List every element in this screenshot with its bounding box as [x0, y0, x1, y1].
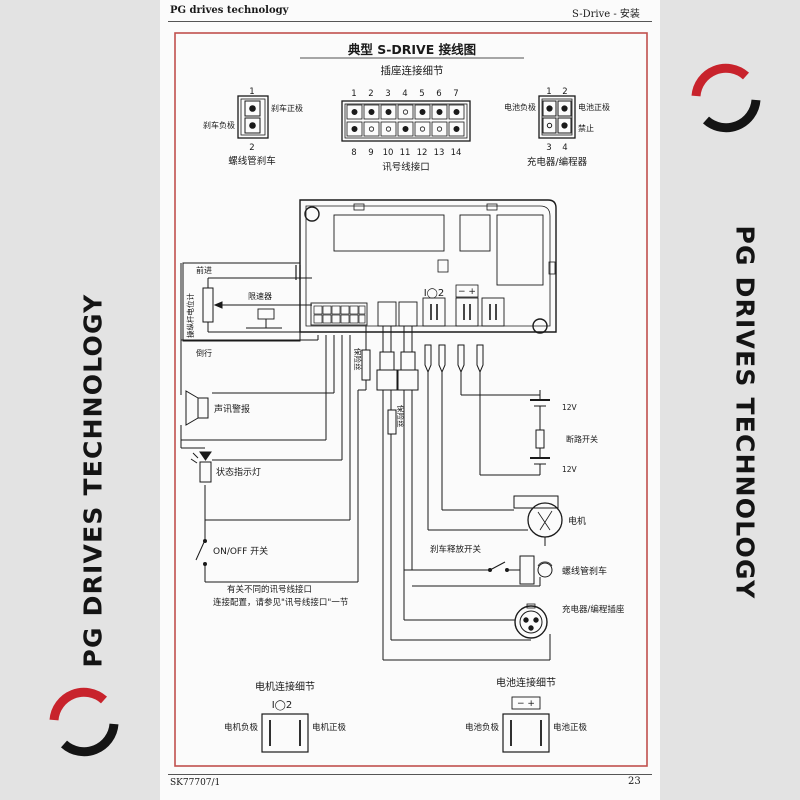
charger-connector: 1 2 3 4 电池负极 电池正极 禁止 充电器/编程器: [504, 87, 610, 168]
brake-release-label: 刹车释放开关: [430, 544, 482, 555]
page-number: 23: [628, 776, 641, 787]
signal-note-line1: 有关不同的讯号线接口: [227, 584, 312, 595]
pgdt-logo-right: [691, 63, 761, 133]
battery-detail-symbol: − +: [517, 699, 535, 709]
motor-detail-title: 电机连接细节: [255, 680, 315, 693]
charger-pin: 1: [546, 87, 551, 97]
diagram-subtitle: 插座连接细节: [381, 64, 444, 77]
signal-pin-bottom: 9: [368, 148, 373, 158]
header-rule: [168, 21, 652, 22]
throttle-forward-label: 前进: [196, 265, 212, 275]
diagram-title: 典型 S-DRIVE 接线图: [348, 42, 476, 57]
signal-pin-top: 4: [402, 89, 407, 99]
signal-pin-bottom: 13: [434, 148, 445, 158]
brake-pin-2: 2: [249, 143, 254, 153]
motor: 电机: [428, 495, 586, 546]
fuse-top: 保险丝: [353, 326, 371, 391]
signal-note-line2: 连接配置，请参见"讯号线接口"一节: [213, 597, 349, 608]
charger-battery-positive: 电池正极: [578, 102, 610, 112]
status-lamp-label: 状态指示灯: [216, 466, 261, 478]
charger-pin: 3: [546, 143, 551, 153]
signal-pin-bottom: 14: [451, 148, 462, 158]
solenoid-brake-label: 螺线管刹车: [562, 565, 607, 577]
charger-connector-caption: 充电器/编程器: [527, 156, 588, 168]
brake-release: 刹车释放开关 螺线管刹车: [404, 544, 607, 587]
throttle-block: 前进 倒行 操纵杆电位计 限速器: [182, 262, 312, 358]
battery-pack: 12V 断路开关 12V: [461, 390, 598, 476]
charger-pin: 4: [562, 143, 567, 153]
pgdt-logo-left: [49, 687, 119, 757]
brake-pin-1: 1: [249, 87, 254, 97]
battery-positive-label: 电池正极: [553, 722, 588, 733]
manual-page: [160, 0, 660, 800]
brake-negative-label: 刹车负极: [203, 120, 235, 130]
footer-rule: [168, 774, 652, 775]
signal-pin-top: 3: [385, 89, 390, 99]
charger-battery-negative: 电池负极: [504, 102, 536, 112]
status-lamp: 状态指示灯: [190, 451, 261, 483]
signal-pin-bottom: 8: [351, 148, 356, 158]
footer-left: SK77707/1: [170, 778, 221, 788]
speed-limiter-label: 限速器: [248, 292, 272, 301]
left-margin-panel: [0, 0, 160, 800]
joystick-pot-label: 操纵杆电位计: [185, 293, 195, 338]
breaker-label: 断路开关: [566, 434, 598, 444]
motor-negative-label: 电机负极: [224, 722, 259, 733]
signal-pin-top: 7: [453, 89, 458, 99]
brake-plugs: 保险丝: [376, 326, 419, 660]
brake-positive-label: 刹车正极: [271, 103, 303, 113]
right-margin-panel: [660, 0, 800, 800]
charger-socket: 充电器/编程插座: [383, 603, 625, 661]
motor-connection-detail: 电机连接细节 I◯2 电机负极 电机正极: [224, 680, 347, 753]
power-terminals: [424, 344, 540, 530]
fuse-top-label: 保险丝: [353, 348, 363, 371]
signal-pin-top: 6: [436, 89, 441, 99]
battery-connection-detail: 电池连接细节 − + 电池负极 电池正极: [465, 676, 588, 753]
onoff-switch-label: ON/OFF 开关: [213, 545, 268, 557]
battery-bottom-label: 12V: [562, 465, 578, 474]
battery-negative-label: 电池负极: [465, 722, 500, 733]
header-left: PG drives technology: [170, 5, 289, 16]
signal-pin-top: 2: [368, 89, 373, 99]
charger-inhibit: 禁止: [578, 123, 594, 133]
controller-battery-symbol: − +: [458, 287, 476, 297]
s-drive-controller: I◯2 − +: [299, 199, 557, 334]
motor-positive-label: 电机正极: [312, 722, 347, 733]
signal-connector-caption: 讯号线接口: [382, 161, 430, 173]
charger-pin: 2: [562, 87, 567, 97]
fuse-bottom-label: 保险丝: [396, 405, 406, 428]
left-wiring: [180, 263, 351, 521]
signal-pin-bottom: 10: [383, 148, 394, 158]
header-right: S-Drive - 安装: [572, 9, 640, 20]
throttle-reverse-label: 倒行: [196, 348, 212, 358]
controller-motor-symbol: I◯2: [424, 288, 445, 299]
motor-detail-symbol: I◯2: [272, 700, 293, 711]
battery-detail-title: 电池连接细节: [496, 676, 556, 689]
signal-pin-bottom: 11: [400, 148, 411, 158]
brake-connector-caption: 螺线管刹车: [228, 155, 276, 167]
signal-connector: 1 2 3 4 5 6 7 8 9 10 11 12 13 14 讯号线接口: [341, 89, 471, 173]
battery-top-label: 12V: [562, 403, 578, 412]
signal-pin-bottom: 12: [417, 148, 428, 158]
buzzer: 声讯警报: [185, 390, 250, 426]
brake-connector: 1 2 刹车正极 刹车负极 螺线管刹车: [203, 87, 303, 167]
buzzer-label: 声讯警报: [214, 403, 250, 415]
charger-socket-label: 充电器/编程插座: [562, 604, 625, 615]
signal-pin-top: 1: [351, 89, 356, 99]
onoff-switch: ON/OFF 开关: [195, 390, 359, 583]
diagram-frame: [174, 32, 648, 767]
motor-label: 电机: [568, 515, 586, 527]
signal-pin-top: 5: [419, 89, 424, 99]
